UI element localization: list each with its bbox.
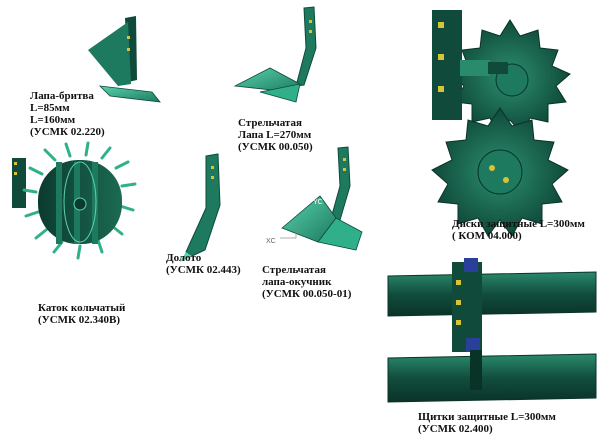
caption-line: ( КОМ 04.000) xyxy=(452,230,522,242)
caption-lapa-britva: Лапа-бритва L=85мм L=160мм (УСМК 02.220) xyxy=(30,90,105,138)
caption-line: (УСМК 00.050) xyxy=(238,141,313,153)
yc-mark: YC xyxy=(313,199,323,206)
caption-diski: Диски защитные L=300мм ( КОМ 04.000) xyxy=(452,218,585,242)
caption-strelchataya: Стрельчатая Лапа L=270мм (УСМК 00.050) xyxy=(238,117,313,153)
caption-line: Лапа L=270мм xyxy=(238,129,312,141)
caption-line: L=85мм xyxy=(30,102,70,114)
lapa-britva-part xyxy=(88,16,161,103)
caption-line: Лапа-бритва xyxy=(30,90,94,102)
caption-katok: Каток кольчатый (УСМК 02.340В) xyxy=(38,302,125,326)
doloto-part xyxy=(180,153,221,262)
caption-line: Каток кольчатый xyxy=(38,302,126,314)
strelchataya-lapa-part xyxy=(233,6,317,103)
caption-line: (УСМК 02.400) xyxy=(418,423,493,435)
katok-part xyxy=(12,141,137,260)
diski-part xyxy=(431,10,571,237)
caption-line: Стрельчатая xyxy=(262,264,326,276)
okuchnik-part xyxy=(280,146,363,251)
caption-okuchnik: Стрельчатая лапа-окучник (УСМК 00.050-01… xyxy=(262,264,351,300)
caption-line: (УСМК 00.050-01) xyxy=(262,288,352,300)
shchitki-part xyxy=(387,258,597,403)
caption-line: L=160мм xyxy=(30,114,76,126)
caption-line: (УСМК 02.220) xyxy=(30,126,105,138)
caption-line: Диски защитные L=300мм xyxy=(452,218,585,230)
caption-line: Щитки защитные L=300мм xyxy=(418,411,556,423)
caption-line: (УСМК 02.340В) xyxy=(38,314,121,326)
caption-line: (УСМК 02.443) xyxy=(166,264,241,276)
xc-mark: XC xyxy=(266,238,276,245)
caption-line: Долото xyxy=(166,252,202,264)
caption-line: лапа-окучник xyxy=(262,276,332,288)
caption-line: Стрельчатая xyxy=(238,117,302,129)
caption-doloto: Долото (УСМК 02.443) xyxy=(166,252,241,276)
caption-shchitki: Щитки защитные L=300мм (УСМК 02.400) xyxy=(418,411,556,435)
